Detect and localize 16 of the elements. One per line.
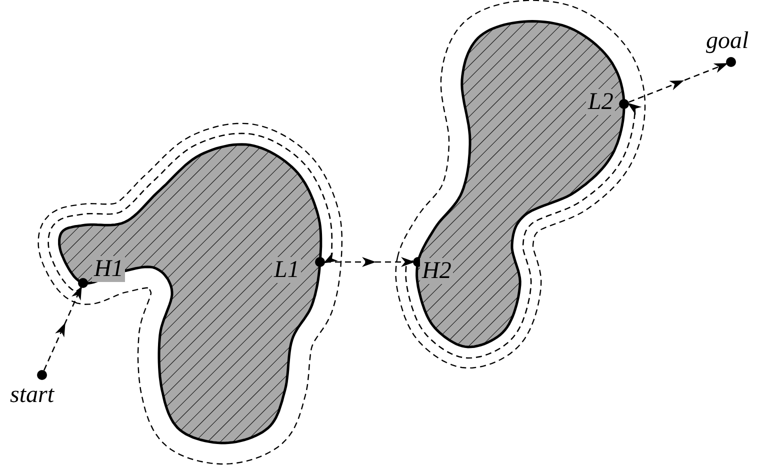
path-arrow xyxy=(325,257,413,267)
waypoint-dot xyxy=(619,99,629,109)
point-label: H2 xyxy=(420,258,454,284)
point-label: H1 xyxy=(92,256,126,282)
point-label: L1 xyxy=(272,257,302,283)
waypoint-dot xyxy=(78,278,88,288)
waypoint-dot xyxy=(726,57,736,67)
point-label: start xyxy=(10,382,54,408)
point-label: goal xyxy=(706,28,749,54)
waypoint-dot xyxy=(315,257,325,267)
path-arrow xyxy=(405,102,642,359)
waypoint-dot xyxy=(37,370,47,380)
path-arrow xyxy=(43,287,82,371)
path-arrow xyxy=(48,132,338,292)
path-arrow xyxy=(628,63,727,103)
point-label: L2 xyxy=(586,89,616,115)
